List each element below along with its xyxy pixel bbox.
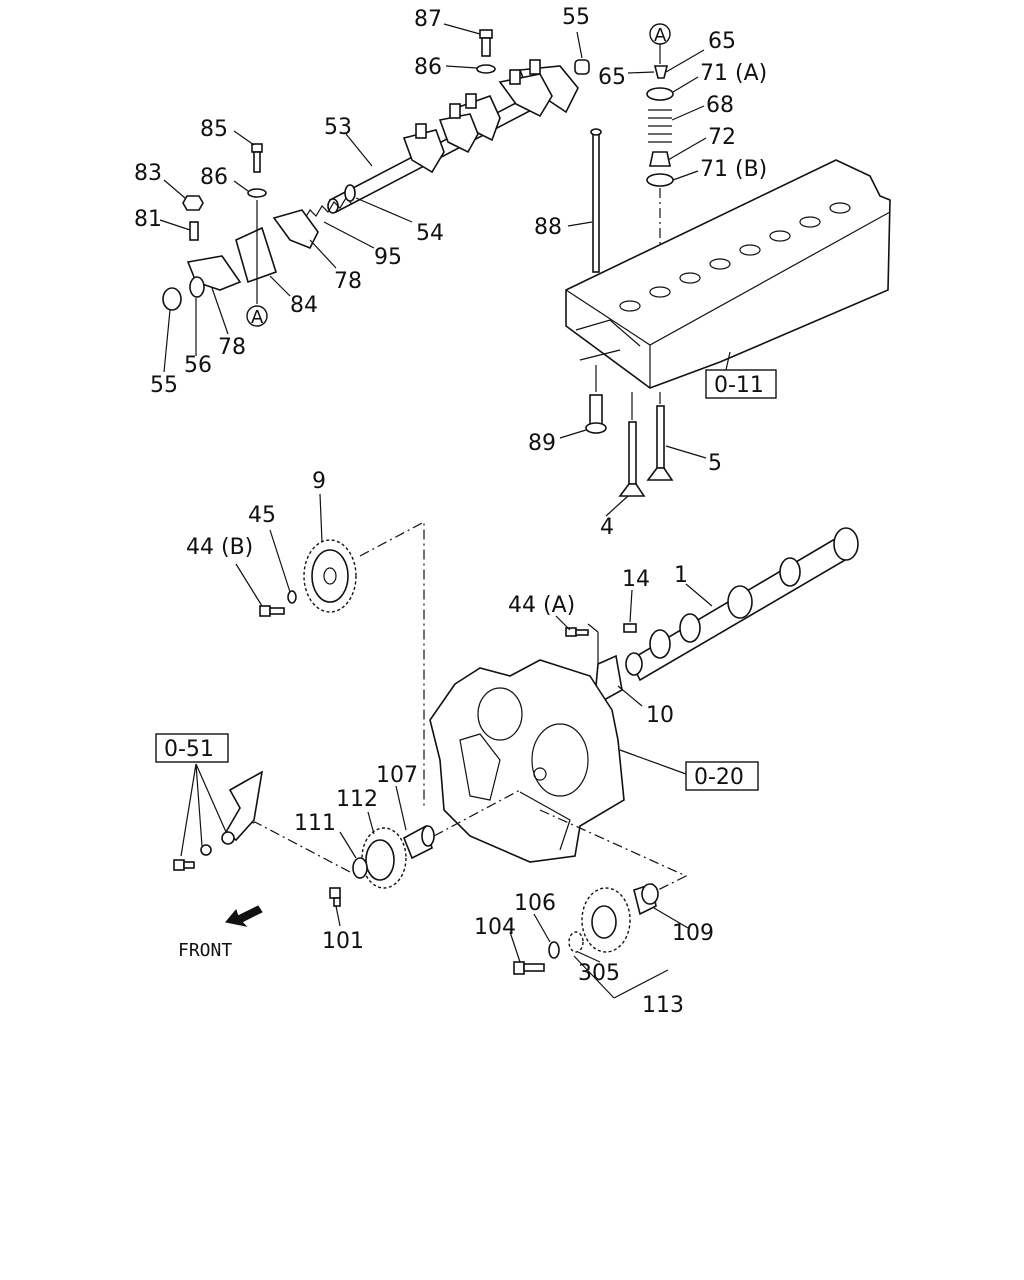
valve-spring-68 (648, 109, 672, 143)
screw-81 (189, 221, 199, 241)
cylinder-head (565, 159, 891, 389)
label-86-top: 86 (414, 55, 442, 80)
label-9: 9 (312, 469, 326, 494)
valve-4 (618, 392, 646, 497)
label-1: 1 (674, 563, 688, 588)
label-53: 53 (324, 115, 352, 140)
spring-retainer-71a (646, 87, 674, 101)
label-104: 104 (474, 915, 516, 940)
label-87: 87 (414, 7, 442, 32)
ref-box-0-11 (705, 369, 777, 399)
spring-seat-71b (646, 173, 674, 187)
label-a-top: A (654, 25, 667, 46)
label-113: 113 (642, 993, 684, 1018)
label-88: 88 (534, 215, 562, 240)
label-65-left: 65 (598, 65, 626, 90)
ring-56 (189, 276, 205, 298)
bolt-87 (479, 29, 493, 57)
label-44a: 44 (A) (508, 593, 575, 618)
ref-0-51: 0-51 (164, 737, 214, 762)
washer-106 (548, 941, 560, 959)
label-56: 56 (184, 353, 212, 378)
label-106: 106 (514, 891, 556, 916)
label-5: 5 (708, 451, 722, 476)
ref-0-20: 0-20 (694, 765, 744, 790)
push-rod-88 (590, 128, 602, 273)
gear-112 (361, 827, 407, 889)
leader-lines (159, 23, 731, 999)
ref-box-0-51 (155, 733, 229, 763)
ref-box-0-20 (685, 761, 759, 791)
label-a-bottom: A (251, 307, 264, 328)
label-81: 81 (134, 207, 162, 232)
label-112: 112 (336, 787, 378, 812)
label-71a: 71 (A) (700, 61, 767, 86)
front-label: FRONT (178, 940, 232, 961)
valve-5 (646, 392, 674, 481)
bolt-104 (513, 961, 545, 975)
label-85: 85 (200, 117, 228, 142)
label-14: 14 (622, 567, 650, 592)
label-101: 101 (322, 929, 364, 954)
camshaft-gear-9 (303, 539, 357, 613)
idler-gear-assembly (513, 882, 659, 975)
valve-guide-89 (585, 365, 607, 434)
label-305: 305 (578, 961, 620, 986)
label-4: 4 (600, 515, 614, 540)
rocker-78-right (272, 209, 319, 250)
cotter-65 (653, 65, 669, 79)
label-83: 83 (134, 161, 162, 186)
key-14 (623, 623, 637, 633)
washer-86-mid (247, 188, 267, 198)
bearing-305 (568, 931, 584, 953)
spring-95 (303, 197, 353, 221)
label-78-right: 78 (334, 269, 362, 294)
label-10: 10 (646, 703, 674, 728)
label-78-left: 78 (218, 335, 246, 360)
label-86-mid: 86 (200, 165, 228, 190)
marker-a-top (649, 23, 671, 45)
bolt-44a (565, 627, 589, 637)
label-55-top: 55 (562, 5, 590, 30)
label-111: 111 (294, 811, 336, 836)
washer-54 (344, 184, 356, 202)
ref-0-11: 0-11 (714, 373, 764, 398)
bracket-0-51-parts (173, 763, 264, 871)
label-107: 107 (376, 763, 418, 788)
label-109: 109 (672, 921, 714, 946)
bracket-84 (235, 226, 277, 284)
front-arrow-icon (225, 905, 263, 927)
label-72: 72 (708, 125, 736, 150)
label-65-right: 65 (708, 29, 736, 54)
washer-86-top (476, 64, 496, 74)
marker-a-bottom (246, 305, 268, 327)
camshaft-1 (625, 527, 859, 682)
timing-gear-case (429, 659, 625, 863)
label-45: 45 (248, 503, 276, 528)
label-44b: 44 (B) (186, 535, 253, 560)
label-89: 89 (528, 431, 556, 456)
rocker-arms (402, 59, 579, 174)
washer-45 (287, 590, 297, 604)
label-95: 95 (374, 245, 402, 270)
label-54: 54 (416, 221, 444, 246)
label-84: 84 (290, 293, 318, 318)
bolt-101 (329, 887, 341, 907)
bolt-85 (251, 143, 263, 173)
label-55-bottom: 55 (150, 373, 178, 398)
cap-55-bottom (162, 287, 182, 311)
valve-train (590, 65, 674, 290)
label-71b: 71 (B) (700, 157, 767, 182)
gear-107 (402, 824, 435, 860)
bolt-44b (259, 605, 285, 617)
valve-seal-72 (649, 151, 671, 167)
washer-111 (352, 857, 368, 879)
rocker-assembly (162, 29, 590, 311)
cap-55-top (574, 59, 590, 75)
label-68: 68 (706, 93, 734, 118)
thrust-plate-10 (595, 654, 623, 702)
part-labels: 87 55 86 A 65 65 71 (A) 68 85 53 72 83 8… (134, 5, 767, 1018)
nut-83 (182, 195, 204, 211)
